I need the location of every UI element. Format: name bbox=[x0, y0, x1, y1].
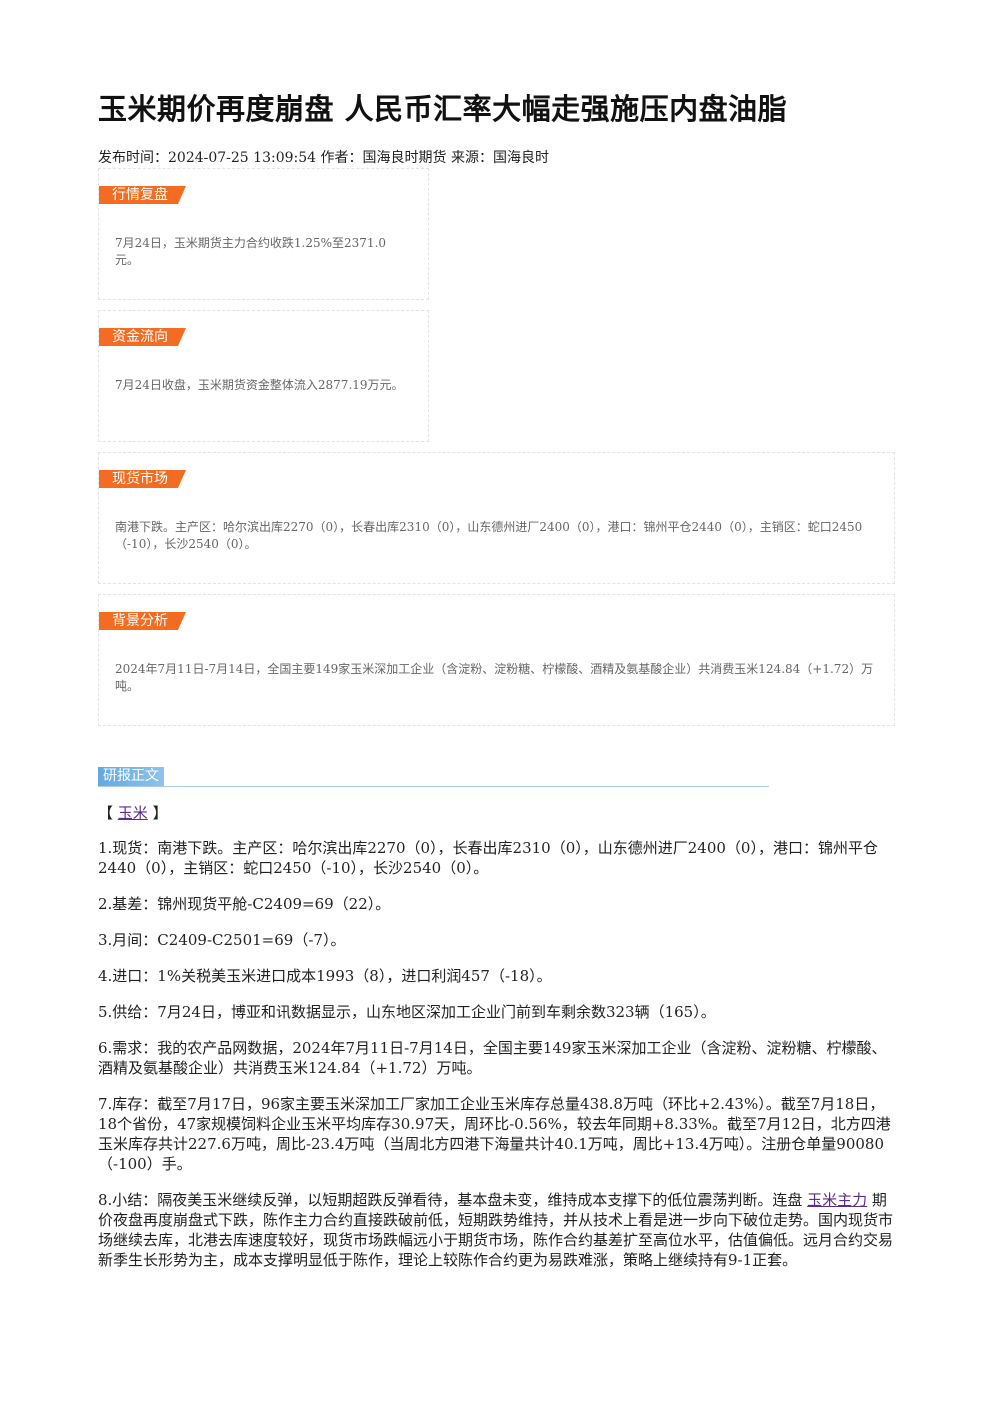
report-paragraph-summary: 8.小结：隔夜美玉米继续反弹，以短期超跌反弹看待，基本盘未变，维持成本支撑下的低… bbox=[98, 1190, 895, 1270]
summary-box-background: 背景分析 2024年7月11日-7月14日，全国主要149家玉米深加工企业（含淀… bbox=[98, 594, 895, 726]
report-paragraph: 1.现货：南港下跌。主产区：哈尔滨出库2270（0），长春出库2310（0），山… bbox=[98, 839, 878, 877]
report-section-header: 研报正文 bbox=[98, 767, 769, 787]
summary-box-spot-market: 现货市场 南港下跌。主产区：哈尔滨出库2270（0），长春出库2310（0），山… bbox=[98, 452, 895, 584]
tag-bracket-open: 【 bbox=[98, 804, 114, 822]
summary-box-label: 行情复盘 bbox=[99, 186, 186, 204]
category-tag: 【 玉米 】 bbox=[98, 802, 168, 823]
summary-box-text: 南港下跌。主产区：哈尔滨出库2270（0），长春出库2310（0），山东德州进厂… bbox=[115, 520, 863, 551]
summary-text-after: 期价夜盘再度崩盘式下跌，陈作主力合约直接跌破前低，短期跌势维持，并从技术上看是进… bbox=[98, 1191, 894, 1269]
report-paragraph: 2.基差：锦州现货平舱-C2409=69（22）。 bbox=[98, 895, 391, 913]
report-section-label: 研报正文 bbox=[98, 767, 164, 786]
link-corn-main-contract[interactable]: 玉米主力 bbox=[807, 1191, 868, 1209]
summary-box-text: 2024年7月11日-7月14日，全国主要149家玉米深加工企业（含淀粉、淀粉糖… bbox=[115, 662, 874, 693]
report-paragraph: 6.需求：我的农产品网数据，2024年7月11日-7月14日，全国主要149家玉… bbox=[98, 1039, 887, 1077]
report-paragraph: 3.月间：C2409-C2501=69（-7）。 bbox=[98, 931, 346, 949]
report-paragraph: 5.供给：7月24日，博亚和讯数据显示，山东地区深加工企业门前到车剩余数323辆… bbox=[98, 1003, 716, 1021]
article-meta: 发布时间：2024-07-25 13:09:54 作者：国海良时期货 来源：国海… bbox=[98, 150, 549, 166]
report-paragraph: 4.进口：1%关税美玉米进口成本1993（8），进口利润457（-18）。 bbox=[98, 967, 552, 985]
article-title: 玉米期价再度崩盘 人民币汇率大幅走强施压内盘油脂 bbox=[98, 92, 788, 126]
summary-box-label: 资金流向 bbox=[99, 328, 186, 346]
summary-box-fund-flow: 资金流向 7月24日收盘，玉米期货资金整体流入2877.19万元。 bbox=[98, 310, 429, 442]
summary-text-before: 8.小结：隔夜美玉米继续反弹，以短期超跌反弹看待，基本盘未变，维持成本支撑下的低… bbox=[98, 1191, 803, 1209]
summary-box-market-review: 行情复盘 7月24日，玉米期货主力合约收跌1.25%至2371.0元。 bbox=[98, 168, 429, 300]
report-paragraph: 7.库存：截至7月17日，96家主要玉米深加工厂家加工企业玉米库存总量438.8… bbox=[98, 1095, 891, 1173]
summary-box-text: 7月24日收盘，玉米期货资金整体流入2877.19万元。 bbox=[115, 378, 404, 392]
summary-box-label: 背景分析 bbox=[99, 612, 186, 630]
summary-box-label: 现货市场 bbox=[99, 470, 186, 488]
tag-bracket-close: 】 bbox=[152, 804, 168, 822]
summary-box-text: 7月24日，玉米期货主力合约收跌1.25%至2371.0元。 bbox=[115, 236, 387, 267]
tag-link-corn[interactable]: 玉米 bbox=[117, 804, 148, 822]
